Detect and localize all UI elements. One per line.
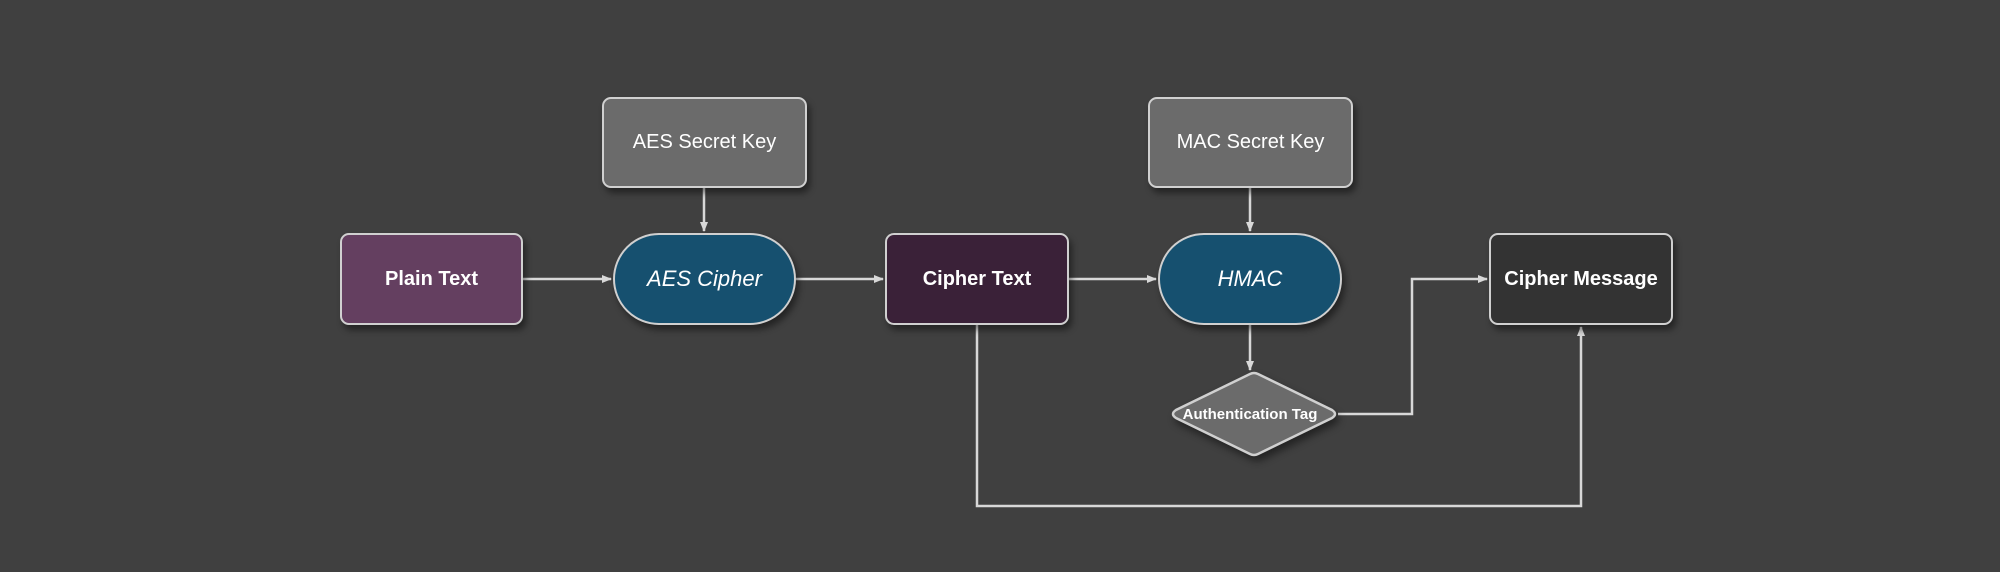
aes-cipher-label: AES Cipher bbox=[647, 266, 762, 291]
plain-text-label: Plain Text bbox=[385, 267, 478, 290]
plain-text-node: Plain Text bbox=[340, 233, 523, 325]
aes-secret-key-node: AES Secret Key bbox=[602, 97, 807, 188]
mac-secret-key-node: MAC Secret Key bbox=[1148, 97, 1353, 188]
aes-secret-key-label: AES Secret Key bbox=[632, 131, 777, 153]
cipher-text-label: Cipher Text bbox=[922, 267, 1032, 290]
authentication-tag-label: Authentication Tag bbox=[1182, 405, 1318, 423]
authentication-tag-node: Authentication Tag bbox=[1160, 370, 1340, 458]
edge-authentication-tag-to-cipher-message bbox=[1338, 275, 1488, 416]
authentication-tag-shape bbox=[1171, 371, 1337, 457]
cipher-text-node: Cipher Text bbox=[885, 233, 1069, 325]
cipher-message-node: Cipher Message bbox=[1489, 233, 1673, 325]
edge-cipher-text-to-cipher-message bbox=[975, 325, 1585, 508]
hmac-label: HMAC bbox=[1217, 266, 1283, 291]
cipher-message-label: Cipher Message bbox=[1504, 267, 1658, 290]
hmac-node: HMAC bbox=[1158, 233, 1342, 325]
mac-secret-key-label: MAC Secret Key bbox=[1176, 131, 1325, 153]
aes-cipher-node: AES Cipher bbox=[613, 233, 796, 325]
